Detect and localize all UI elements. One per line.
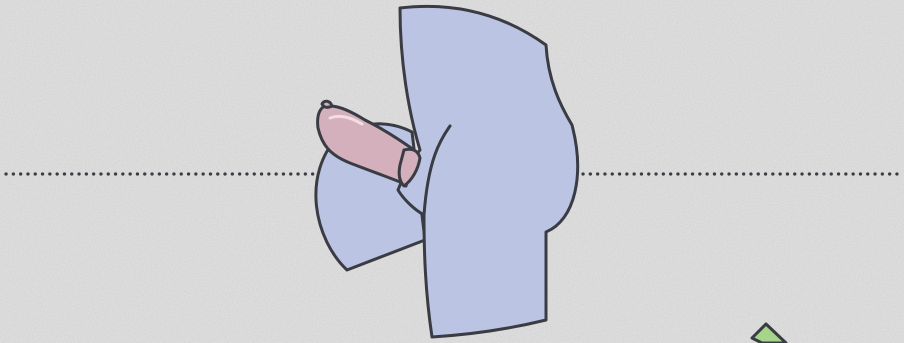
condom-tip xyxy=(322,101,332,107)
